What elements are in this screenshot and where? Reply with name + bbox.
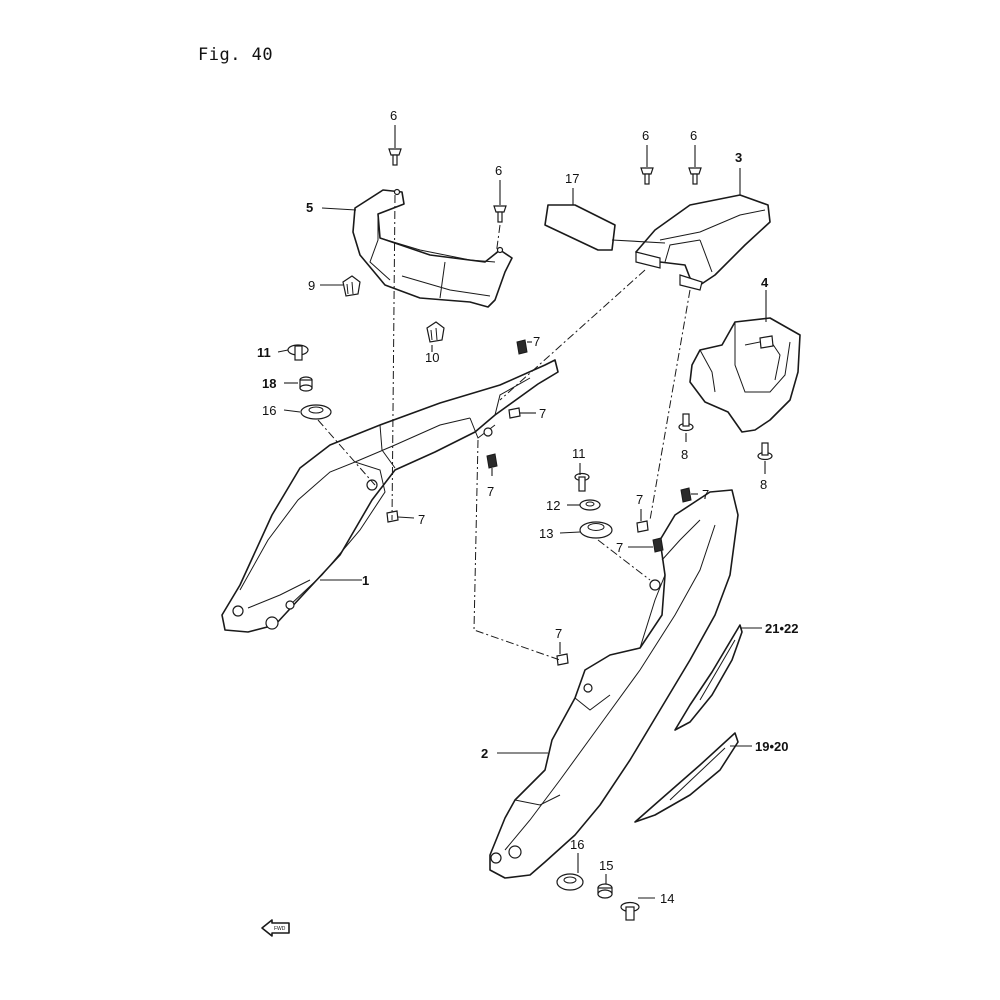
callout-18: 18: [262, 376, 276, 391]
screw-6-d[interactable]: [688, 167, 702, 185]
callout-7: 7: [533, 334, 540, 349]
part-4-tail-housing[interactable]: [689, 317, 801, 433]
callout-6: 6: [690, 128, 697, 143]
callout-7: 7: [702, 487, 709, 502]
callout-4: 4: [761, 275, 769, 290]
clip-7-g[interactable]: [652, 537, 664, 553]
callout-7: 7: [636, 492, 643, 507]
callout-11: 11: [572, 446, 586, 461]
callout-7: 7: [616, 540, 623, 555]
callout-13: 13: [539, 526, 553, 541]
grommet-16-bottom[interactable]: [556, 873, 584, 891]
clip-7-f[interactable]: [680, 487, 692, 503]
callout-6: 6: [390, 108, 397, 123]
clip-7-e[interactable]: [636, 520, 649, 533]
clip-7-c[interactable]: [486, 453, 498, 469]
grommet-16-left[interactable]: [300, 404, 332, 420]
clip-7-b[interactable]: [508, 407, 521, 419]
bolt-11-right[interactable]: [574, 472, 590, 492]
collar-15[interactable]: [597, 883, 613, 899]
part-5-center-cowl[interactable]: [352, 188, 513, 308]
cushion-10[interactable]: [426, 321, 445, 343]
callout-14: 14: [660, 891, 674, 906]
part-21-22-decal[interactable]: [674, 624, 743, 731]
callout-17: 17: [565, 171, 579, 186]
callout-labels: 6 6 6 6 3 17 5 9 10 4 11 18 16 7 7 7 7 1…: [257, 108, 798, 906]
callout-8: 8: [681, 447, 688, 462]
callout-15: 15: [599, 858, 613, 873]
callout-19-20: 19•20: [755, 739, 788, 754]
callout-7: 7: [487, 484, 494, 499]
grommet-13[interactable]: [579, 521, 613, 539]
callout-7: 7: [539, 406, 546, 421]
leader-lines: [277, 125, 767, 899]
callout-16: 16: [262, 403, 276, 418]
callout-10: 10: [425, 350, 439, 365]
callout-11: 11: [257, 345, 271, 360]
callout-1: 1: [362, 573, 369, 588]
part-17-label[interactable]: [544, 204, 616, 251]
callout-21-22: 21•22: [765, 621, 798, 636]
figure-title: Fig. 40: [198, 45, 274, 65]
part-19-20-decal[interactable]: [634, 732, 739, 823]
callout-8: 8: [760, 477, 767, 492]
forward-direction-arrow: FWD: [261, 919, 290, 937]
assembly-lines: [317, 194, 691, 661]
clip-7-a[interactable]: [516, 339, 528, 355]
callout-3: 3: [735, 150, 742, 165]
callout-9: 9: [308, 278, 315, 293]
callout-7: 7: [418, 512, 425, 527]
clip-7-h[interactable]: [556, 653, 569, 666]
nut-12[interactable]: [579, 499, 601, 511]
callout-2: 2: [481, 746, 488, 761]
part-2-right-side-cover[interactable]: [489, 489, 739, 879]
screw-6-a[interactable]: [388, 148, 402, 166]
bolt-8-b[interactable]: [757, 442, 773, 461]
part-3-tail-cover[interactable]: [635, 194, 771, 291]
bolt-8-a[interactable]: [678, 413, 694, 432]
bolt-14[interactable]: [620, 901, 640, 921]
callout-16: 16: [570, 837, 584, 852]
callout-7: 7: [555, 626, 562, 641]
bolt-11-left[interactable]: [287, 344, 309, 361]
fwd-label: FWD: [274, 926, 286, 932]
screw-6-b[interactable]: [493, 205, 507, 223]
callout-6: 6: [642, 128, 649, 143]
collar-18[interactable]: [299, 376, 313, 392]
cushion-9[interactable]: [342, 275, 361, 297]
callout-12: 12: [546, 498, 560, 513]
callout-5: 5: [306, 200, 313, 215]
callout-6: 6: [495, 163, 502, 178]
part-1-left-side-cover[interactable]: [221, 359, 559, 633]
screw-6-c[interactable]: [640, 167, 654, 185]
